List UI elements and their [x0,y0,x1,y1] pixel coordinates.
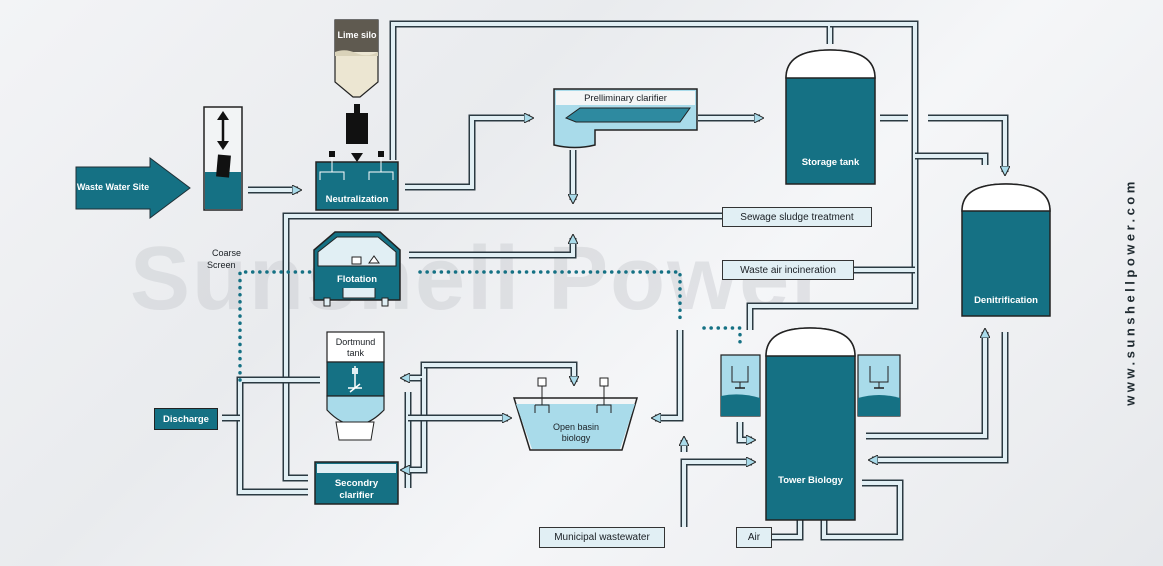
tower-side-clarifier-right [857,354,901,417]
pipe-municipal [682,462,752,527]
pipe-neutral-prelim-outline [405,114,530,191]
pipe-tower-recirc [822,481,902,539]
pipes-group [222,20,1009,541]
pipe-to-denit [928,116,1005,172]
dotted-flotation-tower [418,270,682,322]
pipe-mid-denit [915,154,987,165]
pipe-sludge-left [284,214,722,480]
flotation-unit [313,231,401,307]
pipe-small-clar [738,422,752,440]
watermark-text: Sunshell Power [130,229,829,329]
screen-unit [203,106,243,211]
secondary-clarifier-label-2: clarifier [339,490,374,501]
preliminary-clarifier [553,88,698,149]
lime-silo-label: Lime silo [337,30,377,40]
coarse-screen-label-1: Coarse [212,248,242,258]
pipe-denit-tower [872,332,1007,460]
tower-side-clarifier-left [720,354,761,417]
secondary-clarifier-label-1: Secondry [334,478,379,489]
pipe-top-right-loop [748,22,917,330]
pipe-discharge-loop [238,378,320,494]
pipe-neutral-prelim [405,118,530,189]
denitrification-label: Denitrification [974,295,1038,306]
neutralization-label: Neutralization [325,194,389,205]
storage-tank [785,49,876,185]
sewage-sludge-box: Sewage sludge treatment [722,207,872,227]
pipe-tower-denit [866,332,985,438]
dotted-tower-clar [702,326,742,347]
pipe-tower-basin-outline [655,330,684,422]
secondary-clarifier [314,461,399,505]
open-basin-label-2: biology [561,433,591,443]
storage-tank-label: Storage tank [801,157,860,168]
coarse-screen-label-2: Screen [207,260,236,270]
pipe-flotation-up-outline [409,238,577,259]
pipe-neutral-storage-top [391,22,832,160]
big-right-arrow-icon [75,157,191,219]
tower-biology [765,327,856,521]
denitrification-tank [961,183,1051,317]
preliminary-clarifier-label: Prelliminary clarifier [584,93,667,104]
pipe-sec-feed [404,378,426,470]
lime-silo [334,19,379,162]
pipe-tower-basin [655,330,682,418]
dortmund-tank-label-1: Dortmund [335,337,376,347]
tower-biology-label: Tower Biology [778,475,843,486]
pipe-flotation-up [409,238,573,257]
dotted-screen-flotation [238,270,316,382]
neutralization-tank [315,151,399,211]
flotation-label: Flotation [336,274,378,285]
municipal-wastewater-box: Municipal wastewater [539,527,665,548]
pipe-dortmund-basin-top [424,363,574,382]
air-box: Air [736,527,772,548]
dortmund-tank-label-2: tank [346,348,364,358]
double-vertical-arrow-icon [217,111,229,150]
website-text: www.sunshellpower.com [1122,178,1138,406]
pipe-dortmund-basin-top-outline [424,361,578,382]
pipe-to-denit-outline [928,114,1009,172]
open-basin-biology [512,377,638,451]
discharge-box: Discharge [154,408,218,430]
open-basin-label-1: Open basin [552,422,600,432]
waste-air-box: Waste air incineration [722,260,854,280]
dortmund-tank [326,331,385,441]
pipe-municipal-outline [680,458,752,527]
waste-water-site-label: Waste Water Site [76,182,150,192]
